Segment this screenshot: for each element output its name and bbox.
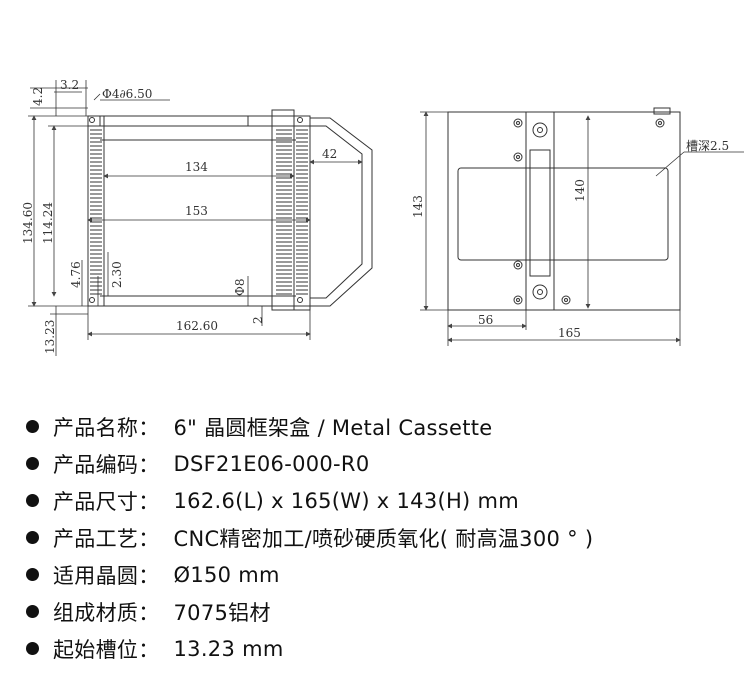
dim-140: 140 — [573, 179, 587, 202]
dim-114-24: 114.24 — [41, 202, 55, 244]
dim-42: 42 — [322, 147, 337, 161]
dim-hole: Φ4∂6.50 — [102, 87, 152, 101]
spec-row-material: 组成材质：7075铝材 — [26, 593, 593, 630]
spec-row-process: 产品工艺：CNC精密加工/喷砂硬质氧化( 耐高温300 ° ) — [26, 519, 593, 556]
technical-drawing: 4.2 3.2 Φ4∂6.50 134.60 114.24 134 153 42… — [21, 78, 744, 356]
dim-56: 56 — [478, 313, 493, 327]
dim-134: 134 — [185, 160, 208, 174]
dim-3-2: 3.2 — [60, 78, 79, 92]
dim-slot-depth: 槽深2.5 — [686, 139, 729, 153]
spec-row-name: 产品名称：6" 晶圆框架盒 / Metal Cassette — [26, 408, 593, 445]
dim-153: 153 — [185, 204, 208, 218]
bullet-icon — [26, 605, 39, 618]
dim-2-30: 2.30 — [110, 261, 124, 288]
dim-4-2: 4.2 — [31, 87, 45, 106]
dim-162-60: 162.60 — [176, 319, 218, 333]
spec-row-size: 产品尺寸：162.6(L) x 165(W) x 143(H) mm — [26, 482, 593, 519]
spec-list: 产品名称：6" 晶圆框架盒 / Metal Cassette 产品编码：DSF2… — [26, 408, 593, 667]
comb-teeth — [90, 129, 308, 295]
dim-2: 2 — [251, 316, 265, 324]
side-view — [420, 107, 744, 346]
dim-134-60: 134.60 — [21, 202, 35, 244]
bullet-icon — [26, 420, 39, 433]
front-view — [28, 80, 373, 356]
spec-row-start-slot: 起始槽位：13.23 mm — [26, 630, 593, 667]
dim-143: 143 — [411, 195, 425, 218]
bullet-icon — [26, 531, 39, 544]
dim-4-76: 4.76 — [69, 261, 83, 288]
spec-row-code: 产品编码：DSF21E06-000-R0 — [26, 445, 593, 482]
dim-165: 165 — [558, 326, 581, 340]
bullet-icon — [26, 568, 39, 581]
bullet-icon — [26, 457, 39, 470]
dim-phi-8: Φ8 — [233, 279, 247, 296]
spec-row-wafer: 适用晶圆：Ø150 mm — [26, 556, 593, 593]
bullet-icon — [26, 494, 39, 507]
bullet-icon — [26, 642, 39, 655]
dim-13-23: 13.23 — [43, 320, 57, 354]
